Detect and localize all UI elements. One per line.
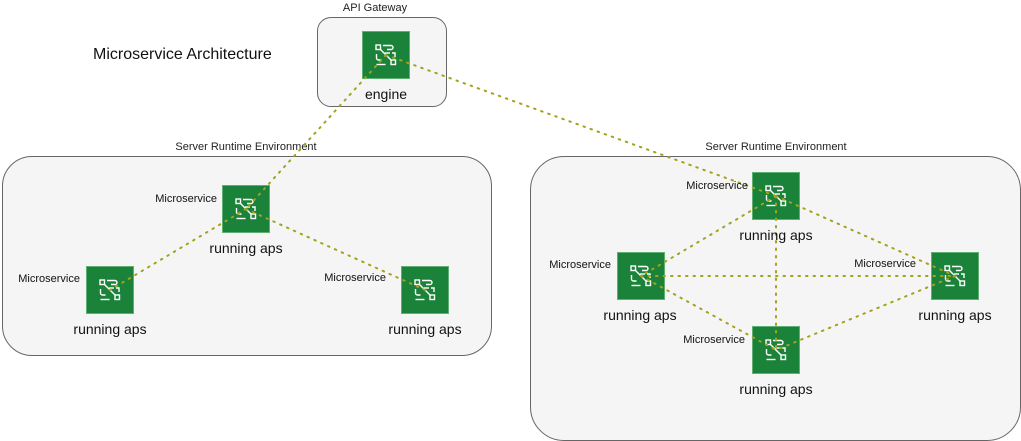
api-gateway-title: API Gateway [342, 2, 408, 14]
service-label: running aps [739, 381, 813, 397]
microservice-label: Microservice [324, 272, 386, 284]
service-label: running aps [388, 321, 462, 337]
service-label: running aps [739, 227, 813, 243]
microservice-label: Microservice [854, 258, 916, 270]
microservice-label: Microservice [155, 193, 217, 205]
service-label: running aps [603, 307, 677, 323]
microservice-label: Microservice [549, 259, 611, 271]
service-label: running aps [209, 240, 283, 256]
service-label: running aps [918, 307, 992, 323]
microservice-label: Microservice [683, 334, 745, 346]
diagram-title: Microservice Architecture [93, 46, 272, 63]
engine-label: engine [364, 86, 408, 102]
microservice-label: Microservice [686, 180, 748, 192]
service-label: running aps [73, 321, 147, 337]
microservice-label: Microservice [18, 273, 80, 285]
